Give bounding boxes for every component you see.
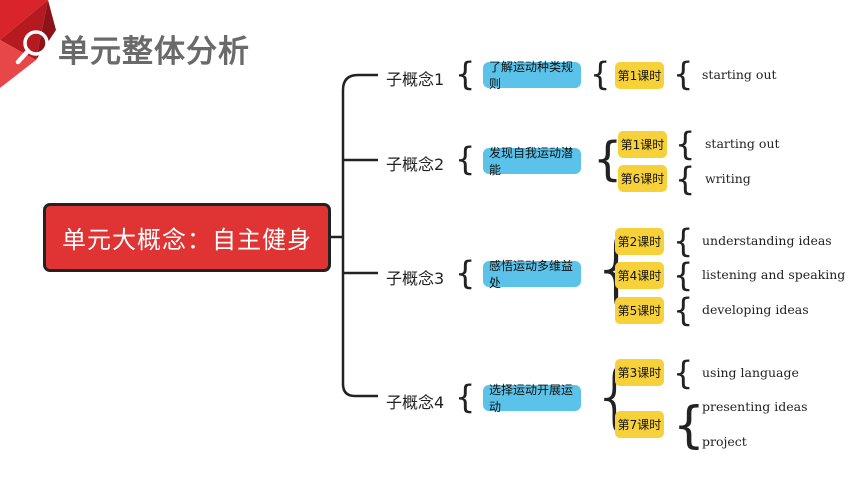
brace: { — [675, 160, 696, 198]
brace: { — [455, 254, 476, 292]
brace: { — [590, 55, 611, 93]
subconcept-3: 子概念3 — [386, 269, 445, 288]
topic-2: 发现自我运动潜能 — [483, 146, 581, 177]
topic-4: 选择运动开展运动 — [483, 383, 581, 414]
lesson-badge: 第4课时 — [615, 262, 664, 289]
brace: { — [673, 222, 694, 260]
activity: using language — [702, 365, 799, 380]
brace: { — [673, 291, 694, 329]
lesson-badge: 第2课时 — [615, 228, 664, 255]
page-title: 单元整体分析 — [58, 34, 250, 70]
activity: understanding ideas — [702, 233, 832, 248]
brace: { — [455, 55, 476, 93]
lesson-badge: 第1课时 — [615, 62, 664, 89]
brace: { — [673, 55, 694, 93]
brace: { — [593, 132, 623, 186]
lesson-badge: 第5课时 — [615, 297, 664, 324]
subconcept-2: 子概念2 — [386, 155, 445, 174]
brace: { — [455, 140, 476, 178]
activity: listening and speaking — [702, 267, 846, 282]
topic-3: 感悟运动多维益处 — [483, 259, 581, 290]
lesson-badge: 第6课时 — [618, 165, 667, 192]
brace: { — [673, 396, 705, 454]
brace: { — [455, 378, 476, 416]
corner-decoration — [0, 0, 56, 88]
activity: developing ideas — [702, 302, 809, 317]
activity: presenting ideas — [702, 399, 808, 414]
lesson-badge: 第7课时 — [615, 411, 664, 438]
brace: { — [673, 354, 694, 392]
magnifier-icon — [15, 30, 49, 65]
root-concept: 单元大概念：自主健身 — [43, 203, 331, 272]
activity: starting out — [705, 136, 780, 151]
brace: { — [673, 256, 694, 294]
activity: starting out — [702, 67, 777, 82]
subconcept-1: 子概念1 — [386, 70, 445, 89]
topic-1: 了解运动种类规则 — [483, 60, 581, 91]
lesson-badge: 第1课时 — [618, 131, 667, 158]
activity: project — [702, 434, 747, 449]
brace: { — [675, 125, 696, 163]
lesson-badge: 第3课时 — [615, 359, 664, 386]
activity: writing — [705, 171, 751, 186]
subconcept-4: 子概念4 — [386, 393, 445, 412]
